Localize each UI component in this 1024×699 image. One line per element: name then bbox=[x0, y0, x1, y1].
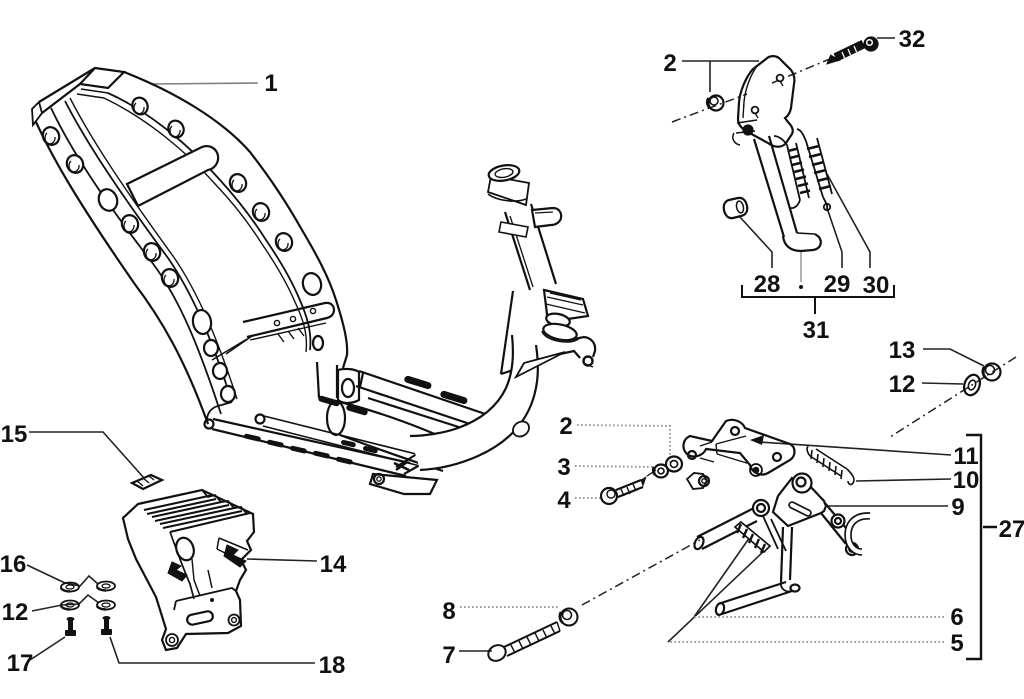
svg-text:29: 29 bbox=[824, 271, 851, 298]
svg-text:27: 27 bbox=[999, 516, 1024, 543]
svg-text:32: 32 bbox=[899, 26, 926, 53]
svg-text:16: 16 bbox=[0, 551, 26, 578]
svg-text:28: 28 bbox=[754, 271, 781, 298]
svg-text:4: 4 bbox=[557, 487, 571, 514]
svg-text:11: 11 bbox=[953, 443, 978, 470]
svg-text:5: 5 bbox=[950, 630, 963, 657]
svg-text:12: 12 bbox=[889, 371, 916, 398]
svg-text:2: 2 bbox=[663, 50, 676, 77]
svg-text:31: 31 bbox=[803, 317, 830, 344]
svg-text:14: 14 bbox=[320, 551, 347, 578]
svg-text:10: 10 bbox=[953, 467, 980, 494]
svg-text:2: 2 bbox=[559, 413, 572, 440]
svg-text:30: 30 bbox=[863, 272, 890, 299]
svg-text:6: 6 bbox=[950, 604, 963, 631]
svg-text:15: 15 bbox=[1, 421, 28, 448]
svg-text:1: 1 bbox=[264, 70, 277, 97]
svg-text:18: 18 bbox=[319, 652, 346, 679]
svg-text:13: 13 bbox=[889, 337, 916, 364]
svg-text:9: 9 bbox=[951, 494, 964, 521]
svg-text:7: 7 bbox=[442, 642, 455, 669]
svg-text:12: 12 bbox=[2, 599, 29, 626]
svg-text:8: 8 bbox=[442, 598, 455, 625]
svg-text:3: 3 bbox=[557, 454, 570, 481]
svg-text:17: 17 bbox=[7, 650, 34, 677]
